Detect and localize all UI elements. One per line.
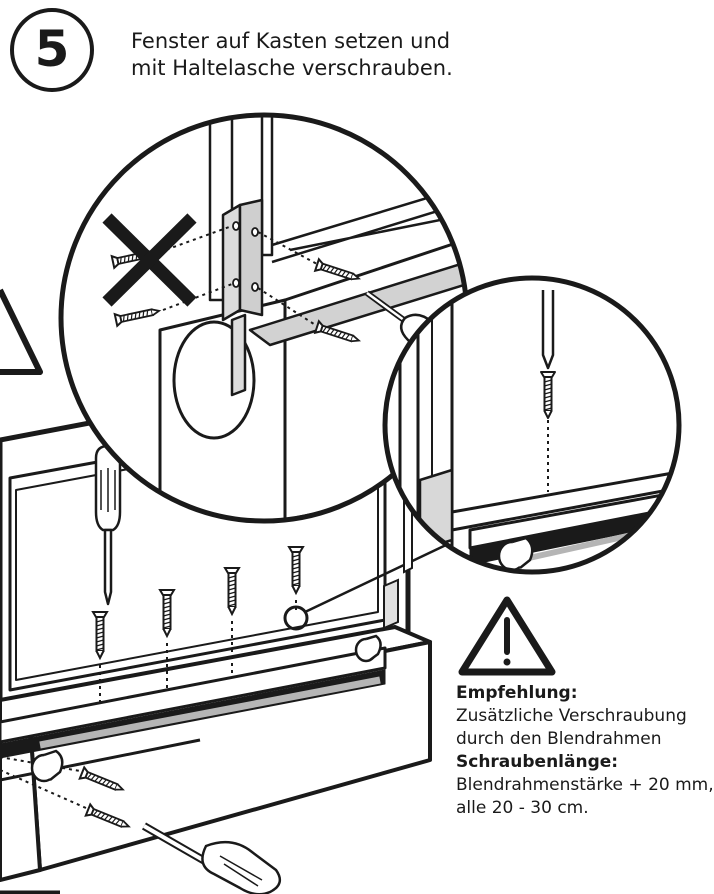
detail-circle-large: [58, 112, 470, 524]
instruction-line-1: Fenster auf Kasten setzen und: [131, 29, 451, 53]
recommendation-line-2: durch den Blendrahmen: [456, 729, 662, 749]
base-box: [0, 625, 432, 894]
warning-triangle-icon: [458, 596, 556, 676]
frame-screws: [92, 543, 447, 706]
recommendation-line-4: alle 20 - 30 cm.: [456, 798, 589, 818]
detail-circle-small: [382, 275, 682, 575]
screw-length-heading: Schraubenlänge:: [456, 752, 619, 772]
recommendation-line-1: Zusätzliche Verschraubung: [456, 706, 687, 726]
bottom-screws-and-screwdriver: [0, 756, 282, 894]
step-number: 5: [34, 20, 70, 78]
not-allowed-cross: [102, 213, 197, 307]
left-warning-triangle-fragment: [0, 288, 43, 375]
recommendation-line-3: Blendrahmenstärke + 20 mm,: [456, 775, 714, 795]
recommendation-note: Empfehlung: Zusätzliche Verschraubung du…: [456, 682, 714, 820]
instruction-line-2: mit Haltelasche verschrauben.: [131, 56, 453, 80]
recommendation-heading: Empfehlung:: [456, 683, 578, 703]
instruction-text: Fenster auf Kasten setzen und mit Haltel…: [131, 28, 491, 82]
screwdriver-vertical: [94, 444, 122, 606]
frame-plugs: [30, 634, 382, 783]
assembly-illustration: [0, 112, 682, 894]
step-number-badge: 5: [10, 8, 94, 92]
